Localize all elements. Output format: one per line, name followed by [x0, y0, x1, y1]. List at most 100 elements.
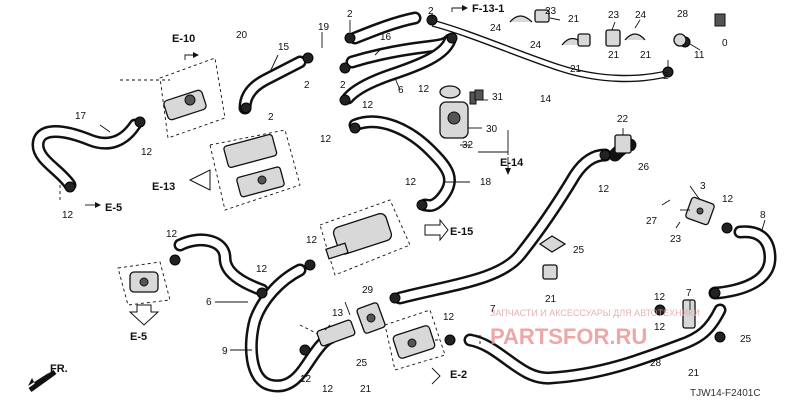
bracket-21: [577, 33, 591, 47]
arrow-e13: [188, 169, 211, 191]
callout: 11: [694, 50, 705, 61]
pipe-14: [431, 19, 671, 77]
clamp: [714, 331, 726, 343]
callout: 12: [654, 322, 666, 333]
callout: 14: [540, 94, 552, 105]
clamp: [339, 62, 351, 74]
bracket-3: [685, 196, 715, 226]
thermostat-housing: [439, 85, 477, 139]
callout: 2: [428, 6, 434, 17]
callout: 21: [360, 384, 372, 395]
callout: 28: [650, 358, 662, 369]
fitting-22: [614, 128, 632, 154]
ref-e15: E-15: [450, 226, 473, 238]
callout: 13: [332, 308, 344, 319]
clip-24: [624, 33, 646, 41]
callout: 8: [760, 210, 766, 221]
clamp: [304, 259, 316, 271]
callout: 12: [598, 184, 610, 195]
callout: 12: [300, 374, 312, 385]
clamp: [169, 254, 181, 266]
bolt-31: [474, 89, 484, 101]
callout: 12: [654, 292, 666, 303]
arrow-e10: [184, 54, 195, 60]
callout: 2: [304, 80, 310, 91]
callout: 12: [166, 229, 178, 240]
callout: 23: [545, 6, 557, 17]
clamp: [339, 94, 351, 106]
ref-e10: E-10: [172, 33, 195, 45]
callout: 21: [608, 50, 620, 61]
ref-e5-left: E-5: [105, 202, 122, 214]
clamp: [240, 102, 252, 114]
callout: 25: [740, 334, 752, 345]
callout: 28: [677, 9, 689, 20]
callout: 12: [362, 100, 374, 111]
bracket-21-center: [538, 235, 567, 280]
callout: 21: [545, 294, 557, 305]
ref-front: FR.: [50, 363, 68, 375]
callout: 15: [278, 42, 290, 53]
drawing-code: TJW14-F2401C: [690, 388, 761, 399]
callout: 12: [256, 264, 268, 275]
callout: 0: [722, 38, 728, 49]
callout-numbers: 2 19 2 23 21 23 24 24 24 21 21 21 28 0 1…: [62, 6, 766, 395]
callout: 32: [462, 140, 474, 151]
callout: 21: [570, 64, 582, 75]
clamp: [344, 32, 356, 44]
ref-e5-bottom: E-5: [130, 331, 147, 343]
callout: 12: [405, 177, 417, 188]
callout: 2: [268, 112, 274, 123]
valve-bottom-mid: [316, 302, 386, 347]
clamps: [64, 13, 733, 356]
callout: 2: [663, 71, 669, 82]
clamp: [302, 52, 314, 64]
watermark-tagline: ЗАПЧАСТИ И АКСЕССУАРЫ ДЛЯ АВТОТЕХНИКИ: [490, 308, 700, 318]
callout: 18: [480, 177, 492, 188]
callout: 7: [490, 304, 496, 315]
callout: 24: [530, 40, 542, 51]
callout: 20: [236, 30, 248, 41]
leader-lines: [99, 14, 766, 351]
bracket-21: [605, 29, 621, 47]
watermark-brand: PARTSFOR.RU: [490, 324, 647, 349]
bracket-21: [534, 9, 550, 23]
clamp: [709, 287, 721, 299]
clamp: [256, 287, 268, 299]
callout: 3: [700, 181, 706, 192]
callout: 6: [206, 297, 212, 308]
hose-18: [348, 115, 456, 213]
bolt-10: [714, 13, 726, 27]
clamp: [349, 122, 361, 134]
clamp: [64, 181, 76, 193]
ref-e14: E-14: [500, 157, 524, 169]
callout: 12: [722, 194, 734, 205]
callout: 2: [340, 80, 346, 91]
ref-e13: E-13: [152, 181, 175, 193]
callout: 27: [646, 216, 658, 227]
arrow-e2: [431, 367, 441, 385]
callout: 21: [640, 50, 652, 61]
watermark: ЗАПЧАСТИ И АКСЕССУАРЫ ДЛЯ АВТОТЕХНИКИ PA…: [490, 308, 700, 349]
callout: 31: [492, 92, 504, 103]
arrow-front-shaft: [28, 369, 57, 393]
callout: 23: [608, 10, 620, 21]
callout: 2: [347, 9, 353, 20]
callout: 12: [443, 312, 455, 323]
reference-labels: F-13-1 E-10 E-13 E-5 E-5 E-14 E-15 E-2 F…: [50, 3, 524, 381]
clamp: [721, 222, 733, 234]
callout: 21: [568, 14, 580, 25]
canister-e15: [319, 199, 411, 276]
valve-e13: [209, 129, 301, 211]
clamp: [446, 32, 458, 44]
ref-e2: E-2: [450, 369, 467, 381]
callout: 12: [320, 134, 332, 145]
clip-24: [509, 15, 533, 23]
clamp: [599, 149, 611, 161]
fitting-7: [682, 299, 696, 329]
callout: 12: [418, 84, 430, 95]
valve-e2: [384, 309, 446, 371]
callout: 24: [490, 23, 502, 34]
callout: 12: [322, 384, 334, 395]
